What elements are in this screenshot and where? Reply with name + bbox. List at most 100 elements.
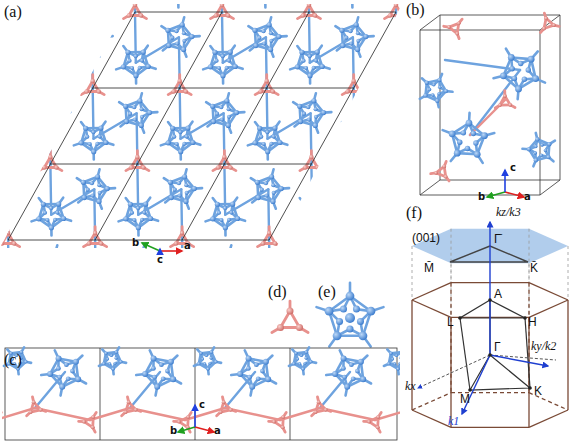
cell-edge bbox=[560, 15, 561, 180]
bond bbox=[447, 185, 455, 188]
bond bbox=[54, 341, 97, 366]
bond bbox=[480, 68, 484, 76]
bond bbox=[360, 189, 368, 202]
atom bbox=[357, 199, 362, 204]
bond bbox=[398, 228, 401, 236]
bond bbox=[399, 220, 403, 228]
bond bbox=[42, 272, 50, 274]
atom bbox=[186, 351, 191, 356]
bond bbox=[101, 341, 109, 354]
atom bbox=[128, 59, 132, 63]
atom bbox=[94, 47, 99, 52]
bond bbox=[128, 356, 133, 371]
atom bbox=[262, 287, 266, 291]
axes-a bbox=[142, 243, 182, 251]
atom bbox=[39, 368, 44, 373]
bond bbox=[188, 341, 196, 354]
atom bbox=[178, 149, 183, 154]
atom bbox=[86, 278, 91, 283]
atom bbox=[132, 363, 136, 367]
atom bbox=[170, 126, 175, 131]
atom bbox=[320, 64, 325, 69]
bond bbox=[175, 279, 190, 282]
atom bbox=[261, 29, 265, 33]
bond bbox=[326, 263, 334, 266]
bond bbox=[235, 350, 239, 356]
bond bbox=[170, 274, 175, 280]
bond bbox=[81, 350, 87, 355]
atom bbox=[142, 267, 146, 271]
atom bbox=[313, 13, 317, 17]
bond bbox=[97, 37, 105, 50]
bond bbox=[57, 265, 65, 269]
bond bbox=[362, 244, 367, 247]
bond bbox=[387, 213, 393, 219]
atom bbox=[173, 188, 177, 192]
atom bbox=[184, 89, 188, 93]
atom bbox=[354, 231, 358, 235]
atom bbox=[141, 165, 145, 169]
bond bbox=[228, 356, 236, 360]
bond bbox=[349, 279, 364, 282]
atom bbox=[340, 140, 345, 145]
bond bbox=[138, 265, 141, 316]
bond bbox=[401, 117, 404, 126]
bond bbox=[489, 16, 494, 19]
atom bbox=[349, 340, 353, 344]
atom bbox=[145, 353, 150, 358]
bond bbox=[0, 143, 3, 144]
atom bbox=[407, 64, 412, 69]
atom bbox=[267, 301, 272, 306]
bond bbox=[21, 295, 28, 297]
atom bbox=[274, 343, 278, 347]
atom bbox=[212, 256, 217, 261]
bond bbox=[57, 261, 65, 264]
bond bbox=[9, 295, 21, 304]
atom bbox=[226, 13, 230, 17]
atom bbox=[34, 64, 39, 69]
bond bbox=[210, 274, 216, 279]
bond bbox=[225, 303, 228, 309]
atom bbox=[228, 165, 232, 169]
bond bbox=[302, 258, 306, 265]
bond bbox=[353, 152, 356, 160]
bond bbox=[215, 365, 221, 371]
atom bbox=[262, 42, 266, 46]
bond bbox=[361, 128, 362, 137]
bond bbox=[429, 25, 443, 31]
atom bbox=[297, 216, 302, 221]
bond bbox=[227, 309, 233, 320]
bond bbox=[178, 88, 181, 139]
bond bbox=[390, 272, 398, 274]
bond bbox=[48, 5, 54, 16]
bond bbox=[65, 263, 73, 266]
bond bbox=[275, 353, 278, 360]
bond bbox=[429, 143, 438, 144]
bond bbox=[402, 125, 405, 132]
bond bbox=[221, 318, 233, 321]
bond bbox=[445, 37, 453, 50]
atom bbox=[403, 267, 407, 271]
atom bbox=[57, 317, 61, 321]
bond bbox=[96, 295, 108, 304]
atom bbox=[401, 250, 406, 255]
atom bbox=[269, 39, 273, 43]
bond bbox=[19, 143, 26, 145]
bond bbox=[229, 269, 232, 278]
atom bbox=[0, 89, 2, 93]
atom bbox=[367, 292, 372, 297]
atom bbox=[138, 66, 142, 70]
bond bbox=[7, 113, 50, 138]
bond bbox=[430, 38, 434, 46]
atom bbox=[38, 256, 43, 261]
bond bbox=[220, 356, 228, 360]
bond bbox=[82, 44, 90, 46]
bond bbox=[128, 258, 132, 265]
atom bbox=[309, 257, 313, 261]
bond bbox=[317, 168, 322, 171]
atom bbox=[91, 194, 95, 198]
bond bbox=[358, 143, 367, 144]
bond bbox=[171, 280, 176, 295]
bond bbox=[37, 106, 40, 121]
